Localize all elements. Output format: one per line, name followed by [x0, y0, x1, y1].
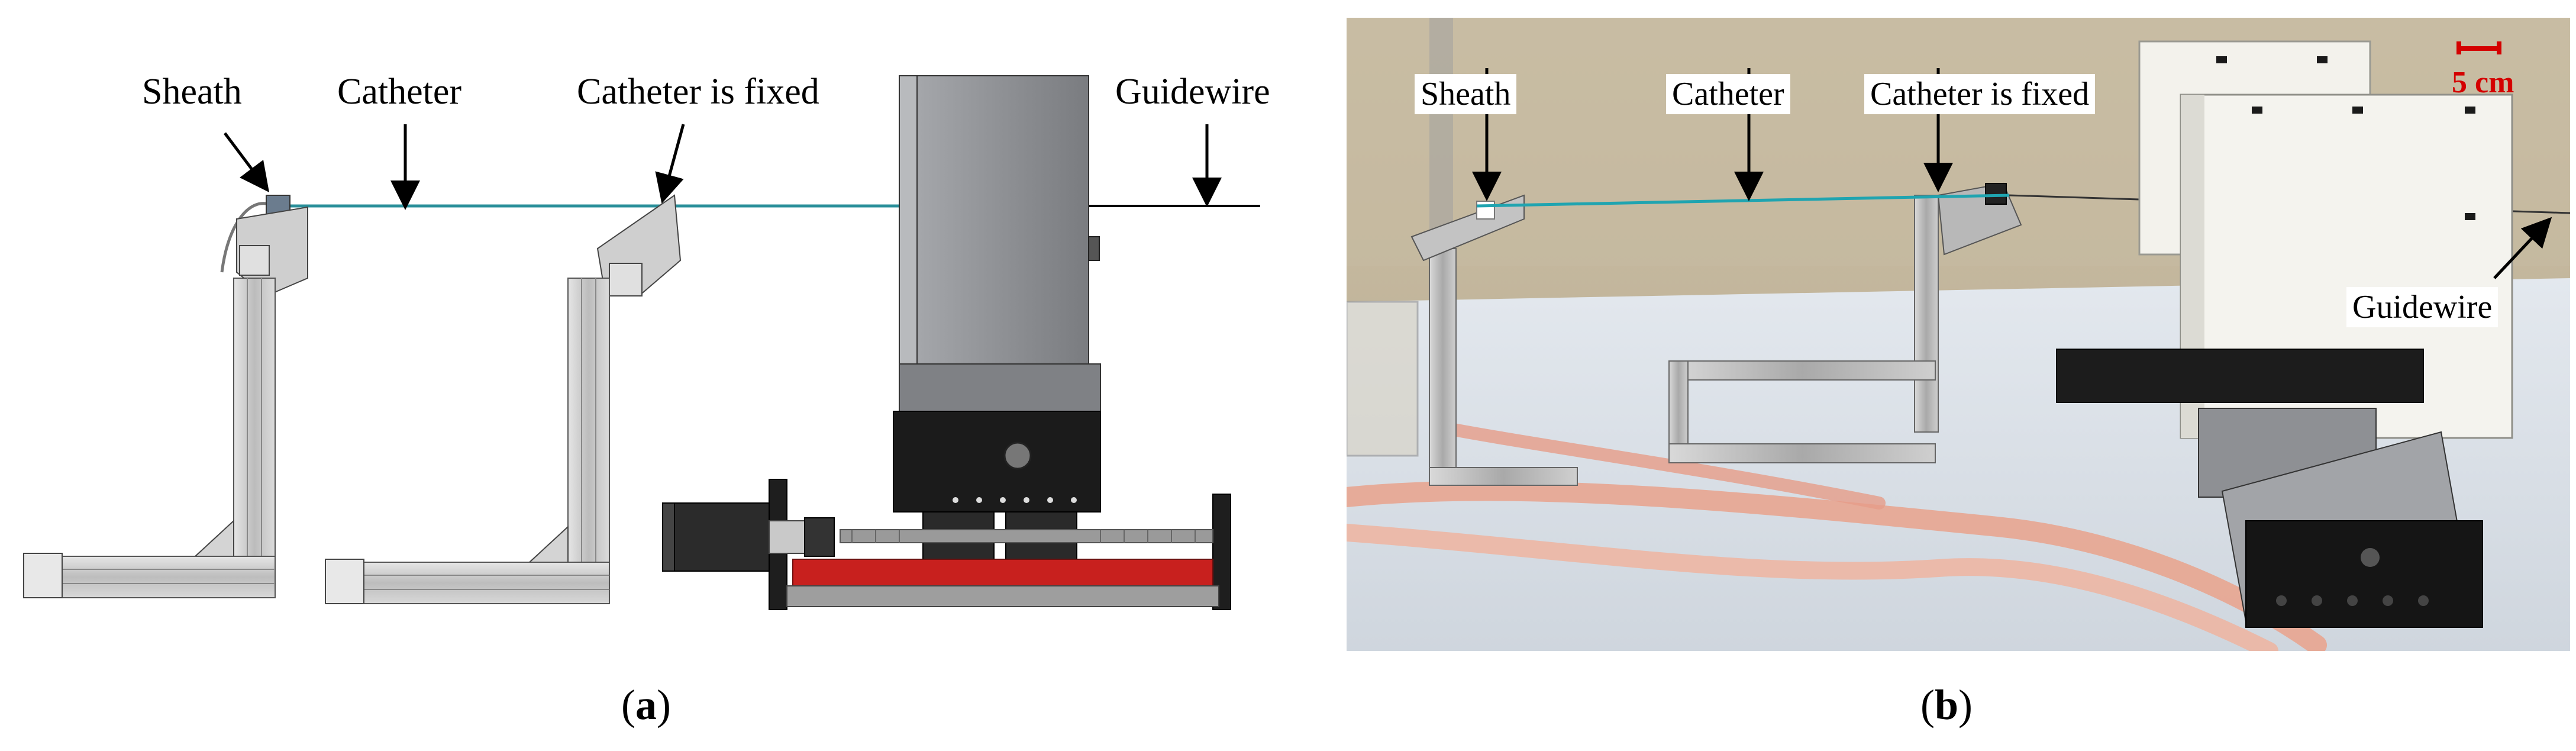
label-sheath-a: Sheath	[142, 72, 242, 112]
fluid-tubes	[1347, 420, 2327, 651]
label-catheter-fixed-a: Catheter is fixed	[577, 72, 819, 112]
label-guidewire-b: Guidewire	[2346, 287, 2498, 328]
photo-guidewire-arrow	[2493, 217, 2552, 279]
sheath-stand	[23, 195, 308, 598]
cad-illustration	[23, 75, 1260, 610]
photo-robot	[2056, 40, 2513, 628]
caption-b: (b)	[1920, 681, 1973, 729]
label-catheter-fixed-b: Catheter is fixed	[1864, 74, 2096, 115]
label-catheter-b: Catheter	[1666, 74, 1790, 115]
photo-catheter-fixation-stand	[1668, 182, 2022, 463]
label-catheter-a: Catheter	[337, 72, 462, 112]
annotation-arrows	[224, 124, 1222, 210]
robot-drive-unit	[893, 75, 1101, 578]
label-sheath-b: Sheath	[1415, 74, 1517, 115]
catheter-fixed-arrow	[655, 124, 685, 204]
panel-a-cad-drawing: Sheath Catheter Catheter is fixed Guidew…	[23, 72, 1270, 729]
photo-sheath-stand	[1410, 194, 1578, 486]
catheter-fixation-stand	[325, 194, 682, 604]
sheath-arrow	[224, 132, 269, 192]
panel-b-photograph: Sheath Catheter Catheter is fixed Guidew…	[1347, 18, 2570, 729]
scale-bar-label: 5 cm	[2452, 66, 2514, 99]
caption-a: (a)	[621, 681, 671, 729]
linear-stage	[662, 479, 1231, 610]
scale-bar	[2456, 41, 2501, 54]
setup-photo	[1347, 18, 2570, 651]
label-guidewire-a: Guidewire	[1115, 72, 1270, 112]
